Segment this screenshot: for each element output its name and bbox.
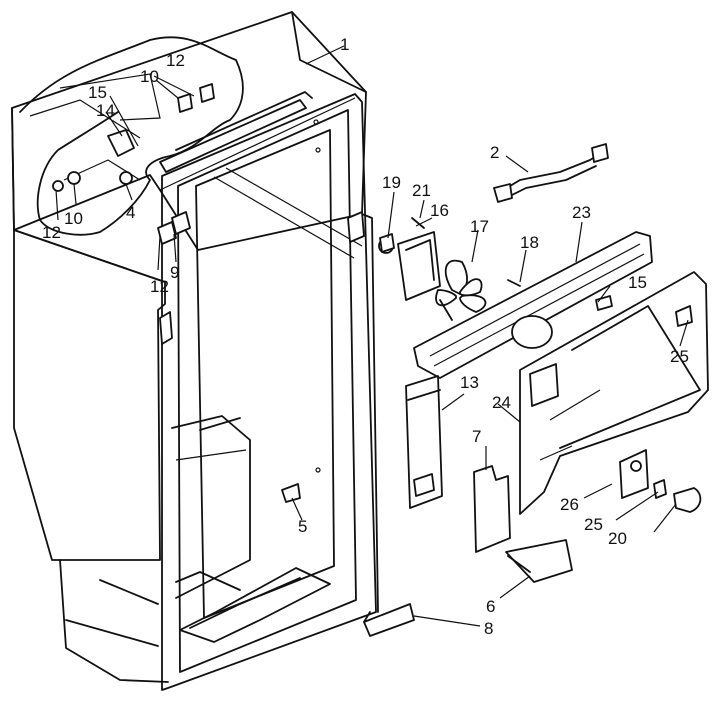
callout-labels: 1 2 4 5 6 7 8 9 10 10 12 12 12 13 14 15 … xyxy=(42,35,689,638)
callout-7: 7 xyxy=(472,427,481,446)
callout-15-top: 15 xyxy=(88,83,107,102)
callout-9: 9 xyxy=(170,263,179,282)
callout-12-bottom: 12 xyxy=(150,277,169,296)
part-13-panel xyxy=(405,375,443,509)
callout-6: 6 xyxy=(486,597,495,616)
leader-lines xyxy=(55,45,689,627)
callout-4: 4 xyxy=(126,203,135,222)
cabinet xyxy=(11,11,379,691)
wire-harness xyxy=(19,36,244,245)
callout-20: 20 xyxy=(608,529,627,548)
part-7-bracket xyxy=(473,465,511,553)
callout-25-bottom: 25 xyxy=(584,515,603,534)
callout-10-top: 10 xyxy=(140,67,159,86)
callout-19: 19 xyxy=(382,173,401,192)
callout-12-top: 12 xyxy=(166,51,185,70)
hardware-parts xyxy=(281,233,702,513)
callout-24: 24 xyxy=(492,393,511,412)
callout-23: 23 xyxy=(572,203,591,222)
part-23-grille xyxy=(413,231,653,379)
callout-16: 16 xyxy=(430,201,449,220)
callout-2: 2 xyxy=(490,143,499,162)
callout-18: 18 xyxy=(520,233,539,252)
callout-1: 1 xyxy=(340,35,349,54)
part-2-wire xyxy=(493,143,609,203)
callout-10-left: 10 xyxy=(64,209,83,228)
fan-motor-assembly xyxy=(378,217,521,321)
callout-21: 21 xyxy=(412,181,431,200)
callout-17: 17 xyxy=(470,217,489,236)
callout-8: 8 xyxy=(484,619,493,638)
callout-12-left: 12 xyxy=(42,223,61,242)
part-24-panel xyxy=(519,271,709,515)
part-6-plate xyxy=(505,539,573,583)
callout-26: 26 xyxy=(560,495,579,514)
callout-13: 13 xyxy=(460,373,479,392)
callout-14: 14 xyxy=(96,101,115,120)
callout-15-right: 15 xyxy=(628,273,647,292)
callout-25-right: 25 xyxy=(670,347,689,366)
part-8-strip xyxy=(363,603,415,637)
callout-5: 5 xyxy=(298,517,307,536)
